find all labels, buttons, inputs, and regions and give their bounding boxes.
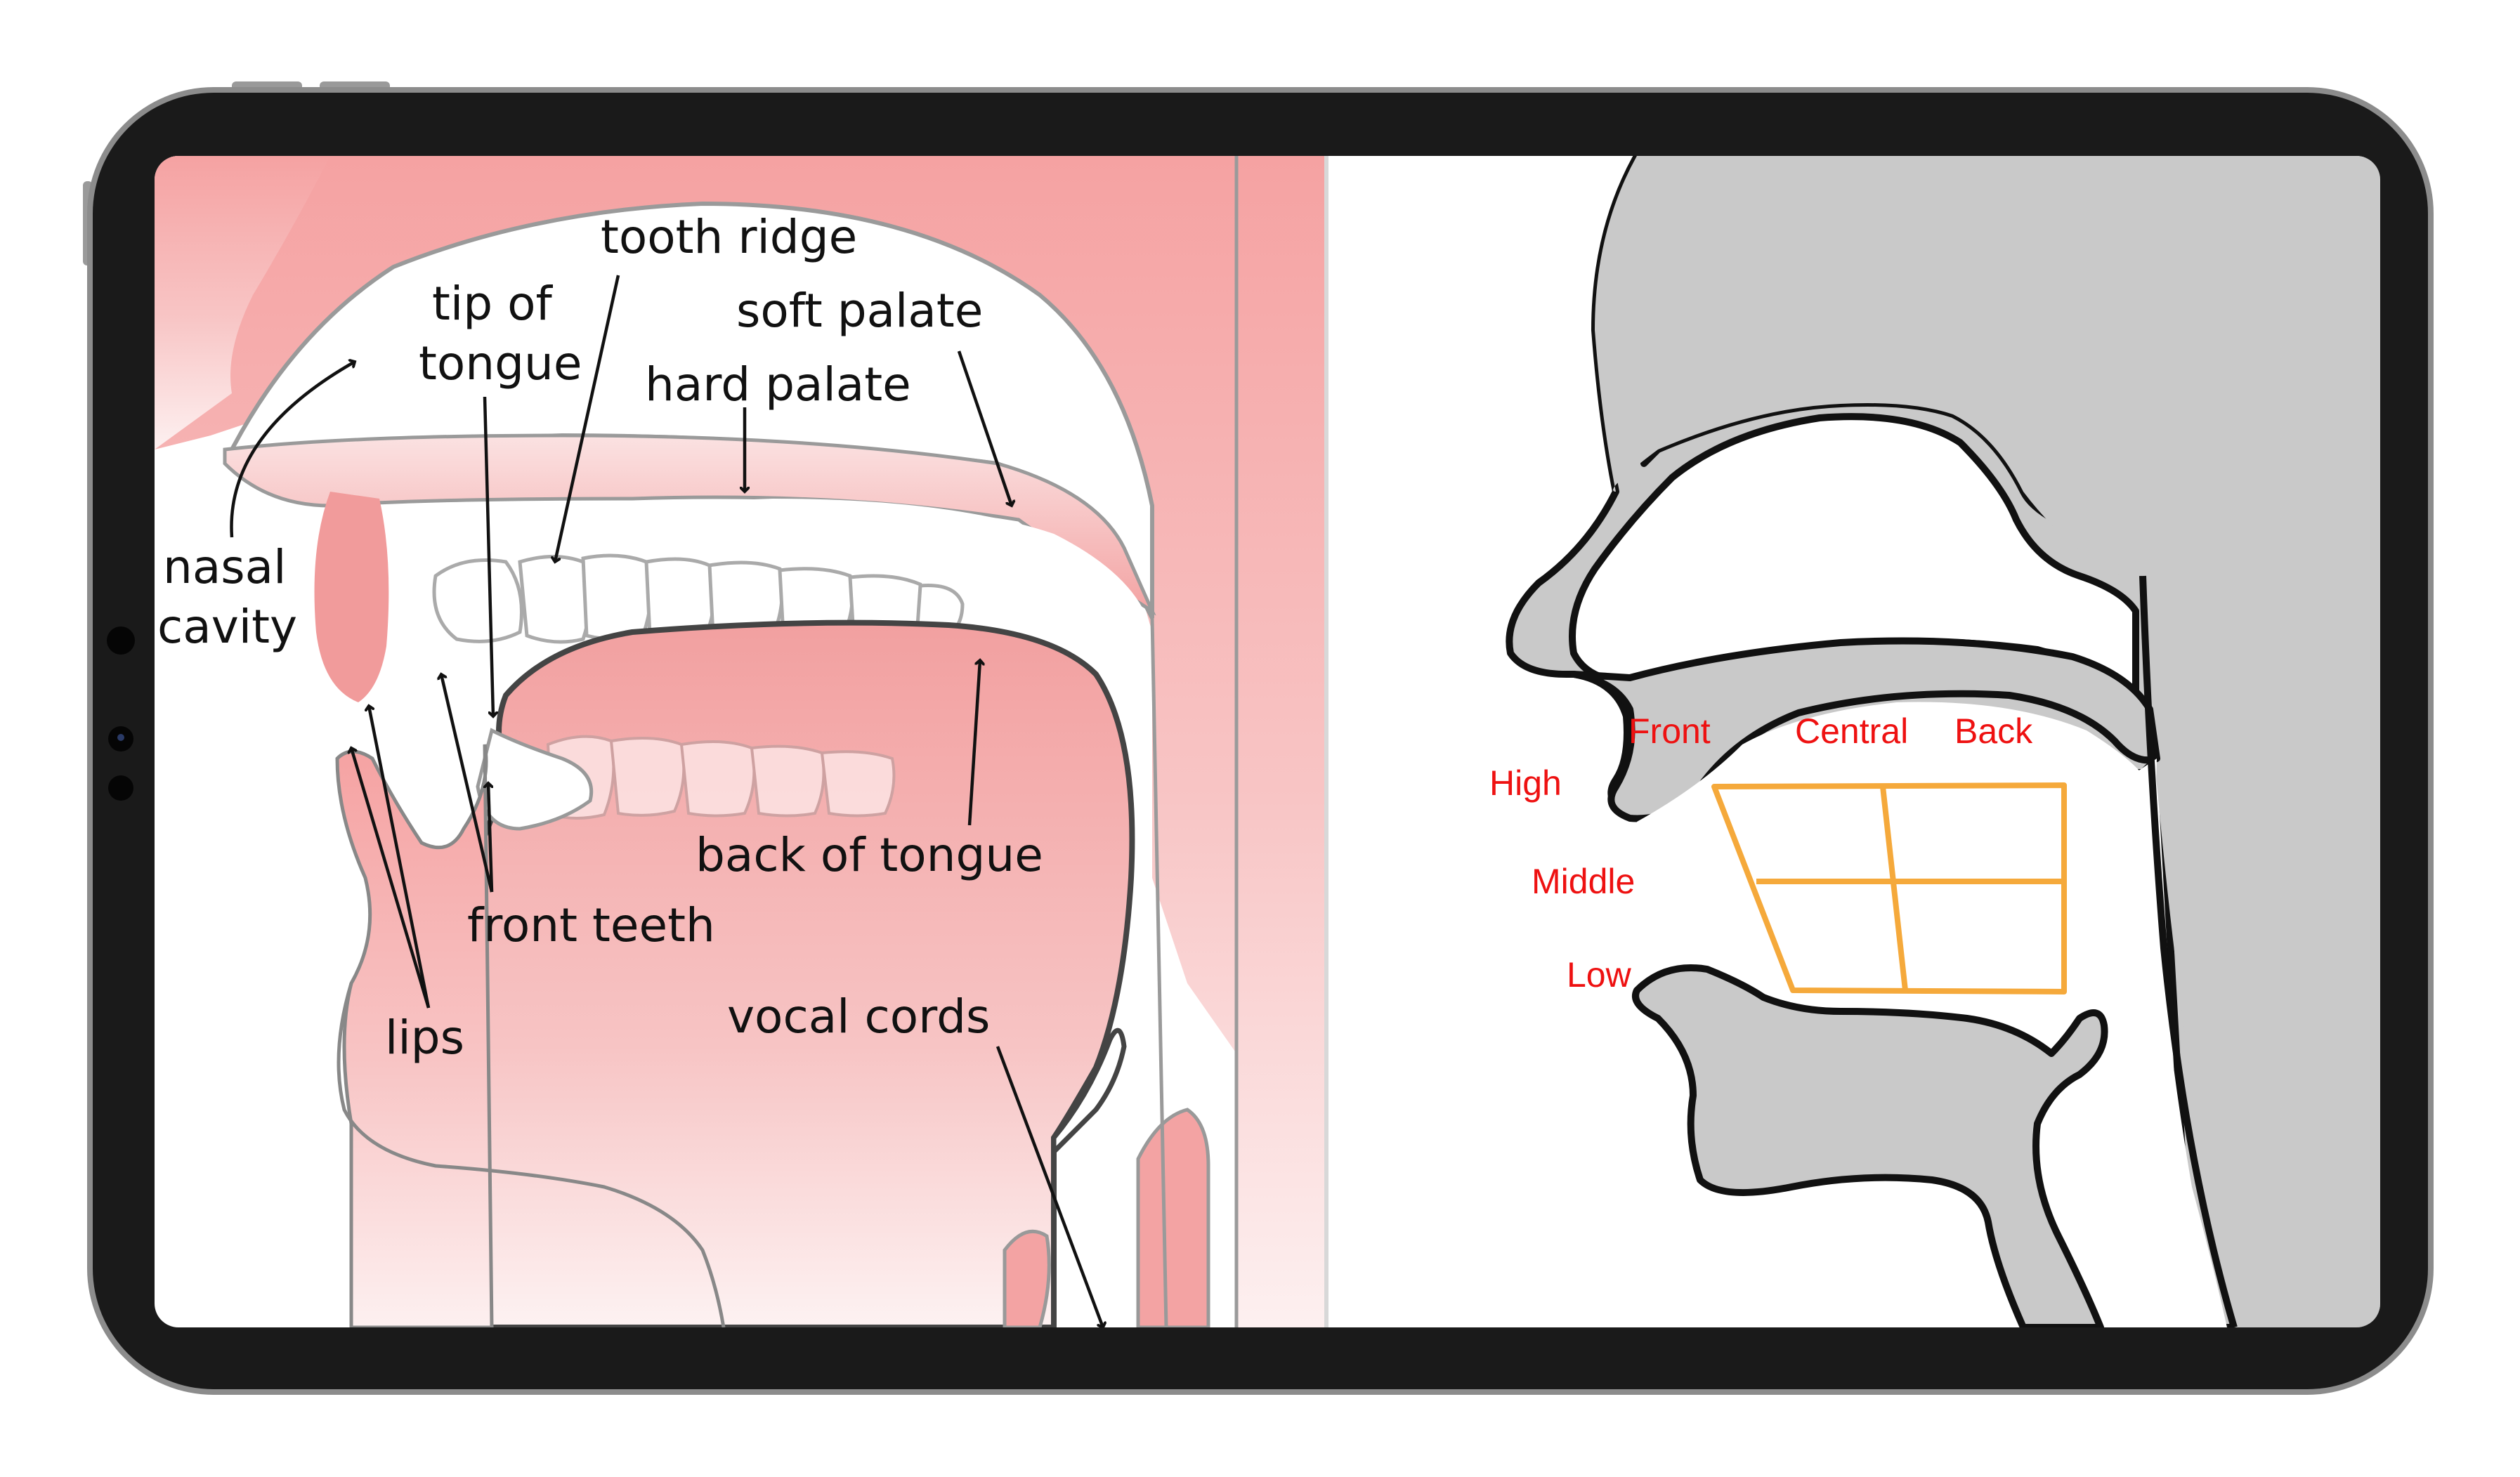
cranium	[1595, 156, 2380, 1327]
arrow-tip-of-tongue	[483, 396, 493, 716]
arrow-back-of-tongue	[967, 660, 980, 826]
arrow-nasal-cavity	[230, 362, 355, 538]
label-vocal-cords: vocal cords	[727, 990, 990, 1044]
jaw	[1632, 964, 2108, 1327]
screen: tooth ridge tip of tongue soft palate ha…	[155, 156, 2380, 1327]
left-diagram: tooth ridge tip of tongue soft palate ha…	[155, 156, 1326, 1327]
label-cavity: cavity	[157, 600, 297, 654]
label-tip-of: tip of	[432, 277, 553, 331]
arrow-vocal-cords	[995, 1046, 1103, 1327]
arrow-soft-palate	[957, 350, 1012, 506]
vowel-chart-grid	[1711, 782, 2067, 994]
head-background	[155, 156, 1326, 1327]
camera-sensor	[117, 734, 124, 741]
vowel-label-middle: Middle	[1532, 862, 1635, 901]
label-soft-palate: soft palate	[736, 284, 983, 338]
lower-lip-chin	[335, 744, 494, 1327]
label-lips: lips	[385, 1011, 464, 1065]
vowel-label-central: Central	[1795, 711, 1908, 751]
arrow-front-teeth-2	[488, 783, 494, 893]
vowel-label-back: Back	[1954, 711, 2033, 751]
label-hard-palate: hard palate	[645, 357, 911, 412]
pharynx-wall	[1150, 617, 1168, 1327]
vowel-trapezoid	[1711, 782, 2067, 994]
camera-dot-3	[108, 775, 133, 801]
vocal-fold-2	[1003, 1229, 1051, 1327]
arrow-lips-1	[369, 706, 431, 1009]
arrow-tooth-ridge	[555, 275, 620, 562]
oral-cavity-white	[1609, 702, 2227, 1327]
camera-dot-1	[107, 626, 135, 655]
palate-gray	[1570, 637, 2160, 822]
nose	[155, 156, 330, 449]
tongue	[447, 619, 1135, 1327]
throat-back-line	[2139, 575, 2238, 1327]
right-diagram: Front Central Back High Middle Low	[1489, 156, 2380, 1327]
vowel-label-front: Front	[1628, 711, 1711, 751]
arrow-lips-2	[351, 748, 431, 1009]
label-tooth-ridge: tooth ridge	[601, 210, 857, 264]
upper-lip	[314, 492, 389, 702]
arrow-front-teeth-1	[441, 674, 494, 893]
vocal-fold-1	[1136, 1108, 1210, 1327]
label-back-of-tongue: back of tongue	[696, 828, 1043, 882]
vowel-label-low: Low	[1567, 955, 1632, 994]
label-nasal: nasal	[163, 540, 286, 594]
label-tongue: tongue	[419, 336, 582, 390]
annotation-arrows	[230, 275, 1103, 1327]
front-lower-tooth	[476, 728, 594, 831]
epiglottis	[1051, 1028, 1127, 1158]
vowel-label-high: High	[1489, 763, 1562, 803]
chin-outline	[337, 983, 726, 1327]
label-front-teeth: front teeth	[467, 898, 715, 952]
vowel-divider-vertical	[1880, 786, 1908, 991]
